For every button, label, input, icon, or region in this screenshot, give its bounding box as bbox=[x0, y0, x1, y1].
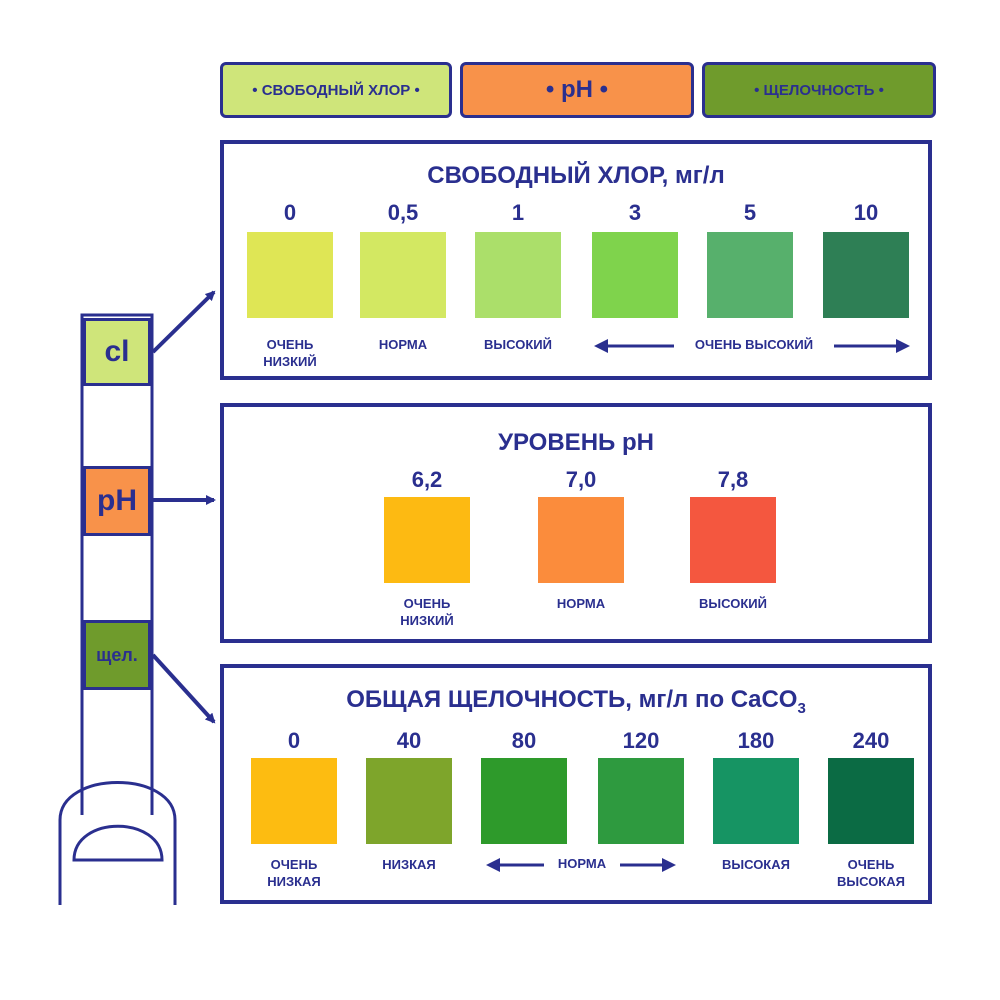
alkalinity-label-normal: НОРМА bbox=[557, 856, 607, 871]
tab-alkalinity[interactable]: • ЩЕЛОЧНОСТЬ • bbox=[702, 62, 936, 118]
chlorine-label-very-low-line1: ОЧЕНЬ bbox=[266, 337, 314, 352]
tab-alkalinity-label: • ЩЕЛОЧНОСТЬ • bbox=[754, 81, 884, 99]
ph-label-very-low: ОЧЕНЬ НИЗКИЙ bbox=[372, 595, 482, 629]
chlorine-swatch bbox=[247, 232, 333, 318]
strip-pad-alkalinity: щел. bbox=[83, 620, 151, 690]
alkalinity-value: 120 bbox=[622, 728, 660, 753]
alkalinity-swatch bbox=[481, 758, 567, 844]
alkalinity-swatch bbox=[366, 758, 452, 844]
tab-free-chlorine[interactable]: • СВОБОДНЫЙ ХЛОР • bbox=[220, 62, 452, 118]
chlorine-value: 10 bbox=[853, 200, 879, 225]
alkalinity-value: 40 bbox=[396, 728, 422, 753]
panel-alkalinity: ОБЩАЯ ЩЕЛОЧНОСТЬ, мг/л по CaCO3 0 40 80 … bbox=[220, 664, 932, 904]
chlorine-label-very-low: ОЧЕНЬ НИЗКИЙ bbox=[235, 336, 345, 370]
alkalinity-range-arrow bbox=[486, 858, 676, 872]
alkalinity-swatch bbox=[598, 758, 684, 844]
tab-free-chlorine-label: • СВОБОДНЫЙ ХЛОР • bbox=[252, 81, 420, 99]
arrow-alkalinity bbox=[151, 653, 216, 724]
chlorine-value: 0 bbox=[283, 200, 297, 225]
chlorine-swatch bbox=[592, 232, 678, 318]
strip-pad-chlorine-label: cl bbox=[104, 335, 130, 368]
ph-swatch bbox=[690, 497, 776, 583]
strip-pad-ph-label: pH bbox=[97, 484, 137, 517]
chlorine-swatch bbox=[475, 232, 561, 318]
alkalinity-value: 180 bbox=[737, 728, 775, 753]
alkalinity-label-very-high-line1: ОЧЕНЬ bbox=[847, 857, 895, 872]
chlorine-swatch bbox=[823, 232, 909, 318]
ph-label-normal: НОРМА bbox=[556, 596, 606, 611]
alkalinity-title-subscript: 3 bbox=[797, 699, 806, 717]
chlorine-swatch bbox=[360, 232, 446, 318]
chlorine-value: 5 bbox=[743, 200, 757, 225]
test-strip-illustration bbox=[58, 313, 177, 905]
alkalinity-label-low: НИЗКАЯ bbox=[382, 857, 436, 872]
ph-label-high: ВЫСОКИЙ bbox=[699, 596, 767, 611]
ph-value: 6,2 bbox=[411, 467, 443, 492]
alkalinity-swatch bbox=[713, 758, 799, 844]
ph-label-very-low-line1: ОЧЕНЬ bbox=[403, 596, 451, 611]
alkalinity-label-very-high: ОЧЕНЬ ВЫСОКАЯ bbox=[816, 856, 926, 890]
alkalinity-value: 240 bbox=[852, 728, 890, 753]
arrow-chlorine bbox=[151, 290, 216, 354]
chlorine-label-very-low-line2: НИЗКИЙ bbox=[263, 354, 317, 369]
alkalinity-value: 0 bbox=[287, 728, 301, 753]
alkalinity-label-very-low-line1: ОЧЕНЬ bbox=[270, 857, 318, 872]
tab-ph[interactable]: • pH • bbox=[460, 62, 694, 118]
strip-pad-chlorine: cl bbox=[83, 318, 151, 386]
chlorine-value: 0,5 bbox=[387, 200, 419, 225]
strip-pad-ph: pH bbox=[83, 466, 151, 536]
ph-title: УРОВЕНЬ pH bbox=[498, 429, 654, 456]
chlorine-label-very-high: ОЧЕНЬ ВЫСОКИЙ bbox=[694, 337, 814, 352]
ph-swatch bbox=[538, 497, 624, 583]
panel-free-chlorine: СВОБОДНЫЙ ХЛОР, мг/л 0 0,5 1 3 5 10 ОЧЕН… bbox=[220, 140, 932, 380]
chlorine-title: СВОБОДНЫЙ ХЛОР, мг/л bbox=[427, 162, 725, 189]
alkalinity-label-high: ВЫСОКАЯ bbox=[722, 857, 790, 872]
chlorine-value: 1 bbox=[511, 200, 525, 225]
chlorine-label-high: ВЫСОКИЙ bbox=[484, 337, 552, 352]
strip-pad-alkalinity-label: щел. bbox=[96, 644, 138, 665]
ph-swatch bbox=[384, 497, 470, 583]
chlorine-swatch bbox=[707, 232, 793, 318]
alkalinity-title-main: ОБЩАЯ ЩЕЛОЧНОСТЬ, мг/л по CaCO bbox=[346, 686, 798, 713]
chlorine-value: 3 bbox=[628, 200, 642, 225]
alkalinity-label-very-high-line2: ВЫСОКАЯ bbox=[837, 874, 905, 889]
alkalinity-value: 80 bbox=[511, 728, 537, 753]
alkalinity-swatch bbox=[251, 758, 337, 844]
alkalinity-label-very-low: ОЧЕНЬ НИЗКАЯ bbox=[239, 856, 349, 890]
connector-arrows bbox=[151, 290, 216, 724]
chlorine-range-arrow bbox=[594, 339, 910, 353]
alkalinity-swatch bbox=[828, 758, 914, 844]
panel-ph: УРОВЕНЬ pH 6,2 7,0 7,8 ОЧЕНЬ НИЗКИЙ НОРМ… bbox=[220, 403, 932, 643]
ph-value: 7,0 bbox=[565, 467, 597, 492]
ph-value: 7,8 bbox=[717, 467, 749, 492]
tab-ph-label: • pH • bbox=[545, 76, 609, 103]
alkalinity-title: ОБЩАЯ ЩЕЛОЧНОСТЬ, мг/л по CaCO3 bbox=[224, 686, 928, 717]
chlorine-label-normal: НОРМА bbox=[378, 337, 428, 352]
alkalinity-label-very-low-line2: НИЗКАЯ bbox=[267, 874, 321, 889]
ph-label-very-low-line2: НИЗКИЙ bbox=[400, 613, 454, 628]
